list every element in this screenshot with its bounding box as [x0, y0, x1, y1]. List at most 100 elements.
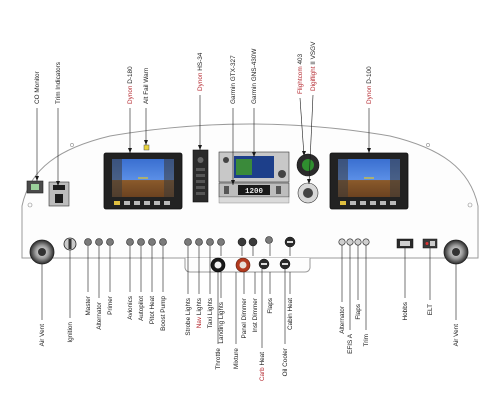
avionics-switch[interactable]: [126, 238, 134, 246]
label-nav-lights: Nav Lights: [196, 298, 203, 328]
label-alternator-sw: Alternator: [96, 301, 103, 330]
transponder-code: 1200: [245, 188, 264, 196]
alt-fail-warn-lamp: [143, 144, 150, 151]
dynon-hs34: [192, 149, 209, 203]
landing-lights-switch[interactable]: [217, 238, 225, 246]
label-part: Carb: [259, 367, 266, 381]
label-part: Lights: [196, 298, 203, 317]
label-trim-indicators: Trim Indicators: [55, 62, 62, 104]
label-part: Alternator: [339, 305, 346, 334]
label-oil-cooler: Oil Cooler: [282, 347, 289, 376]
label-part: Inst Dimmer: [252, 297, 259, 332]
label-part: Dynon: [127, 85, 134, 104]
trim-breaker[interactable]: [362, 238, 370, 246]
label-digiflight-vsgv: Digiflight II VSGV: [310, 41, 317, 91]
panel-dimmer-knob[interactable]: [237, 237, 247, 247]
label-part: EFIS A: [347, 333, 354, 354]
label-part: Flightcom: [297, 66, 304, 94]
label-part: Avionics: [127, 296, 134, 320]
efis-a-breaker[interactable]: [346, 238, 354, 246]
label-part: Master: [85, 295, 92, 315]
label-part: Heat: [259, 352, 266, 367]
dynon-d100-efis: [329, 152, 409, 210]
hobbs-meter: [396, 238, 414, 249]
label-part: Strobe Lights: [185, 298, 192, 336]
taxi-lights-switch[interactable]: [206, 238, 214, 246]
elt-remote[interactable]: [422, 238, 438, 249]
label-part: Alternator: [96, 301, 103, 330]
label-part: Nav: [196, 316, 203, 328]
label-flightcom-403: Flightcom 403: [297, 53, 304, 94]
pitot-heat-switch[interactable]: [148, 238, 156, 246]
label-part: Mixture: [233, 348, 240, 369]
label-part: Trim Indicators: [55, 62, 62, 104]
label-part: Garmin GTX-327: [230, 55, 237, 104]
label-primer: Primer: [107, 295, 114, 315]
label-flaps-cb: Flaps: [355, 304, 362, 320]
flaps-switch[interactable]: [265, 236, 273, 244]
label-pitot-heat: Pitot Heat: [149, 296, 156, 324]
label-part: Throttle: [215, 348, 222, 370]
label-garmin-gtx327: Garmin GTX-327: [230, 55, 237, 104]
label-part: Panel Dimmer: [241, 297, 248, 338]
label-part: Flaps: [355, 304, 362, 320]
label-part: Ignition: [67, 322, 74, 343]
label-part: Digiflight: [310, 66, 317, 91]
label-throttle: Throttle: [215, 348, 222, 370]
top-labels: CO Monitor Trim Indicators Dynon D-180 Alt …: [34, 41, 373, 104]
garmin-gtx327: 1200: [218, 182, 290, 198]
label-part: Hobbs: [402, 302, 409, 320]
label-part: Garmin GNS-430W: [251, 48, 258, 104]
label-air-vent-right: Air Vent: [453, 324, 460, 347]
inst-dimmer-knob[interactable]: [248, 237, 258, 247]
label-alternator-cb: Alternator: [339, 305, 346, 334]
label-part: Boost Pump: [160, 296, 167, 331]
label-taxi-lights: Taxi Lights: [207, 298, 214, 328]
label-avionics: Avionics: [127, 296, 134, 320]
nav-lights-switch[interactable]: [195, 238, 203, 246]
label-part: Taxi Lights: [207, 298, 214, 328]
strobe-lights-switch[interactable]: [184, 238, 192, 246]
label-trim: Trim: [363, 334, 370, 347]
label-carb-heat: Carb Heat: [259, 352, 266, 381]
label-boost-pump: Boost Pump: [160, 296, 167, 331]
autopilot-switch[interactable]: [137, 238, 145, 246]
label-part: Dynon: [366, 85, 373, 104]
label-autopilot: Autopilot: [138, 296, 145, 321]
master-switch[interactable]: [84, 238, 92, 246]
label-co-monitor: CO Monitor: [34, 70, 41, 104]
label-dynon-d180: Dynon D-180: [127, 66, 134, 104]
digiflight-vsgv: [297, 182, 319, 204]
co-monitor: [26, 180, 44, 194]
label-part: HS-34: [197, 52, 204, 72]
primer-switch[interactable]: [106, 238, 114, 246]
label-part: Air Vent: [39, 324, 46, 347]
flaps-breaker[interactable]: [354, 238, 362, 246]
label-part: CO Monitor: [34, 70, 41, 104]
alternator-switch[interactable]: [95, 238, 103, 246]
label-strobe-lights: Strobe Lights: [185, 298, 192, 336]
label-part: 403: [297, 53, 304, 66]
label-efis-a: EFIS A: [347, 333, 354, 354]
label-part: Pitot Heat: [149, 296, 156, 324]
label-part: Cabin Heat: [287, 298, 294, 330]
label-part: Alt Fail Warn: [143, 67, 150, 104]
label-cabin-heat: Cabin Heat: [287, 298, 294, 330]
label-part: Trim: [363, 334, 370, 347]
label-landing-lights: Landing Lights: [218, 302, 225, 344]
trim-indicators: [48, 181, 70, 207]
label-inst-dimmer: Inst Dimmer: [252, 297, 259, 332]
label-part: Landing Lights: [218, 302, 225, 344]
alternator-breaker[interactable]: [338, 238, 346, 246]
label-part: Air Vent: [453, 324, 460, 347]
label-hobbs: Hobbs: [402, 302, 409, 320]
boost-pump-switch[interactable]: [159, 238, 167, 246]
label-dynon-hs34: Dynon HS-34: [197, 52, 204, 91]
label-master: Master: [85, 295, 92, 315]
label-alt-fail-warn: Alt Fail Warn: [143, 67, 150, 104]
dynon-d180-efis: [103, 152, 183, 210]
label-panel-dimmer: Panel Dimmer: [241, 297, 248, 338]
